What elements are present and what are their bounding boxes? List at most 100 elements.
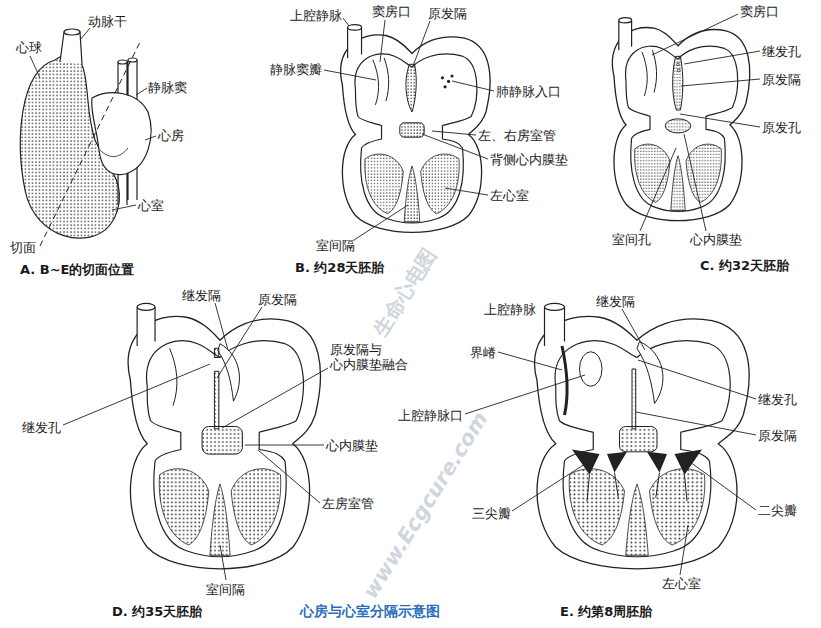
drawing-part	[341, 25, 490, 233]
drawing-part	[587, 473, 687, 502]
structure-label: 室间隔	[316, 238, 355, 253]
drawing-part	[100, 148, 128, 157]
drawing-part	[690, 462, 756, 510]
drawing-part	[92, 93, 151, 175]
structure-label: 静脉窦	[148, 80, 187, 95]
drawing-part	[684, 134, 706, 231]
watermark: 生命心电图	[372, 246, 438, 339]
structure-label: 心内膜垫	[326, 438, 378, 453]
structure-label: 心球	[16, 40, 42, 55]
structure-label: 背侧心内膜垫	[490, 152, 568, 167]
drawing-part	[637, 341, 663, 403]
structure-label: 窦房口	[372, 4, 411, 19]
structure-label: 界嵴	[470, 345, 496, 360]
drawing-part	[465, 375, 585, 414]
drawing-part	[535, 303, 750, 568]
drawing-part	[118, 60, 127, 64]
drawing-part	[632, 369, 636, 429]
drawing-part	[202, 427, 242, 455]
structure-label: 心室	[138, 198, 164, 213]
panel-caption: E. 约第8周胚胎	[560, 604, 652, 619]
structure-label: 继发孔	[758, 392, 797, 407]
drawing-part	[642, 50, 657, 96]
drawing-part	[406, 64, 416, 112]
drawing-part	[512, 462, 588, 511]
drawing-part	[343, 18, 349, 26]
heart-32-days	[612, 18, 749, 221]
drawing-part	[447, 80, 450, 83]
drawing-part	[677, 63, 680, 66]
drawing-part	[636, 412, 756, 435]
drawing-part	[665, 119, 691, 133]
heart-8-weeks	[535, 303, 750, 568]
structure-label: 左房室管	[322, 496, 374, 511]
structure-label: 静脉窦瓣	[270, 62, 322, 77]
drawing-part	[170, 348, 177, 406]
structure-label: 继发隔	[596, 294, 635, 309]
drawing-part	[30, 56, 40, 78]
structure-label: 动脉干	[88, 14, 127, 29]
drawing-part	[40, 42, 140, 246]
drawing-part	[620, 427, 658, 452]
drawing-part	[680, 525, 688, 575]
structure-label: 心内膜垫	[690, 232, 742, 247]
structure-label: 左、右房室管	[478, 128, 556, 143]
drawing-part	[217, 307, 262, 378]
heart-28-days	[341, 25, 490, 233]
structure-label: 上腔静脉	[290, 8, 342, 23]
drawing-part	[128, 303, 320, 568]
structure-label: 切面	[10, 240, 36, 255]
drawing-part	[245, 445, 324, 446]
drawing-part	[258, 450, 320, 503]
drawing-part	[128, 58, 137, 62]
structure-label: 室间孔	[612, 232, 651, 247]
drawing-part	[373, 58, 389, 105]
drawing-part	[220, 545, 226, 580]
panel-caption: B. 约28天胚胎	[295, 260, 384, 275]
structure-label: 原发隔	[258, 292, 297, 307]
structure-label: 原发隔	[762, 72, 801, 87]
drawing-part	[673, 56, 683, 110]
panel-caption: A. B~E的切面位置	[20, 262, 134, 277]
drawing-part	[652, 14, 738, 55]
drawing-part	[612, 18, 749, 221]
drawing-part	[60, 32, 82, 64]
drawing-part	[30, 14, 760, 580]
structure-label: 二尖瓣	[758, 503, 797, 518]
structure-label: 原发隔与 心内膜垫融合	[330, 342, 414, 372]
drawing-part	[562, 346, 567, 415]
drawing-part	[222, 368, 328, 428]
structure-label: 三尖瓣	[472, 506, 511, 521]
drawing-part	[684, 51, 760, 64]
figure-caption: 心房与心室分隔示意图	[300, 603, 440, 619]
structure-label: 原发隔	[758, 428, 797, 443]
drawing-part	[640, 148, 676, 231]
structure-label: 左心室	[662, 576, 701, 591]
drawing-part	[580, 352, 603, 387]
structure-label: 上腔静脉口	[398, 408, 463, 423]
drawing-part	[63, 364, 210, 425]
drawing-part	[681, 79, 760, 86]
drawing-part	[215, 303, 228, 350]
drawing-part	[136, 88, 147, 95]
drawing-part	[80, 28, 90, 40]
structure-label: 左心室	[490, 188, 529, 203]
structure-label: 窦房口	[740, 4, 779, 19]
drawing-part	[354, 205, 408, 240]
panel-caption: C. 约32天胚胎	[700, 258, 789, 273]
structure-label: 继发孔	[22, 420, 61, 435]
drawing-part	[413, 21, 430, 66]
drawing-part	[112, 205, 136, 210]
structure-label: 继发隔	[182, 288, 221, 303]
structure-label: 室间隔	[206, 582, 245, 597]
drawing-part	[450, 74, 453, 77]
drawing-part	[572, 450, 702, 475]
drawing-part	[498, 352, 562, 370]
structure-label: 上腔静脉	[484, 302, 536, 317]
drawing-part	[324, 70, 376, 80]
structure-label: 原发孔	[762, 120, 801, 135]
drawing-part	[64, 29, 80, 35]
drawing-part	[678, 69, 681, 72]
tubular-heart	[20, 29, 151, 246]
heart-35-days	[128, 303, 320, 568]
